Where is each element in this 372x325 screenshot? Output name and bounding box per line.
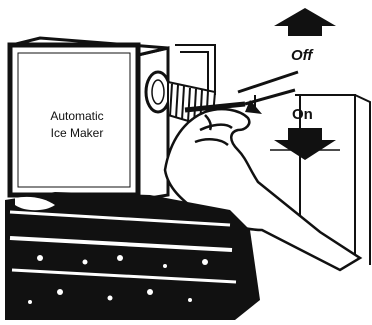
ice-maker-front: [7, 42, 141, 198]
off-label: Off: [291, 47, 313, 64]
knob: [144, 70, 172, 114]
ice-maker-label-line1: Automatic: [50, 109, 104, 123]
mounting-bracket: [175, 44, 216, 95]
ice-maker-side: [136, 46, 170, 202]
arrow-down-icon: [274, 128, 336, 160]
ice-bin: [5, 192, 260, 320]
ice-maker-label-line2: Ice Maker: [50, 126, 104, 140]
arrow-up-icon: [274, 8, 336, 36]
on-label: On: [292, 106, 313, 123]
